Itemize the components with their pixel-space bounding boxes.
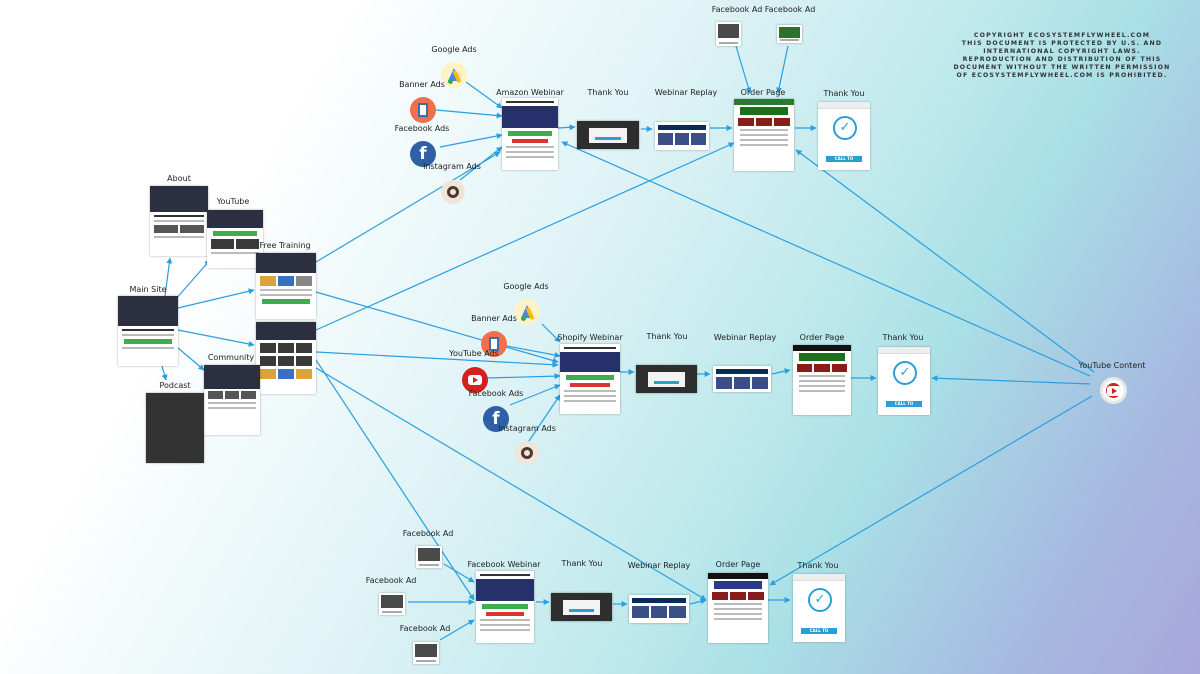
amazon-facebook-ad-2-image	[777, 25, 802, 43]
fb-facebook-ad-1-label: Facebook Ad	[402, 529, 454, 538]
youtube-icon	[462, 367, 488, 393]
shopify-youtube-ads-label: YouTube Ads	[449, 349, 499, 358]
check-icon: ✓	[893, 361, 917, 385]
podcast-label: Podcast	[159, 381, 191, 390]
fb-facebook-ad-1-image	[416, 546, 442, 568]
youtube-content-icon[interactable]	[1100, 377, 1127, 404]
google-ads-icon	[441, 62, 467, 88]
shopify-thank-you-popup[interactable]	[636, 365, 697, 393]
amazon-thank-you-label: Thank You	[587, 88, 629, 97]
community-page[interactable]	[204, 365, 260, 435]
shopify-instagram-ads-label: Instagram Ads	[498, 424, 556, 433]
amazon-instagram-ads-label: Instagram Ads	[423, 162, 481, 171]
fb-webinar-label: Facebook Webinar	[467, 560, 541, 569]
shopify-replay-page[interactable]	[713, 366, 771, 392]
free-training-page[interactable]	[256, 253, 316, 319]
about-page[interactable]	[150, 186, 208, 256]
main-site-label: Main Site	[129, 285, 167, 294]
fb-facebook-ad-2-image	[379, 593, 405, 615]
check-icon: ✓	[808, 588, 832, 612]
fb-order-label: Order Page	[715, 560, 761, 569]
shopify-thank-you-page[interactable]: ✓ CALL TO ACTION	[878, 347, 930, 415]
fb-thank-you-popup[interactable]	[551, 593, 612, 621]
amazon-banner-ads-label: Banner Ads	[399, 80, 445, 89]
banner-ads-icon	[410, 97, 436, 123]
facebook-webinar-page[interactable]	[476, 571, 534, 643]
about-label: About	[167, 174, 191, 183]
copyright-notice: COPYRIGHT ECOSYSTEMFLYWHEEL.COM THIS DOC…	[953, 32, 1171, 79]
amazon-replay-page[interactable]	[655, 122, 709, 150]
youtube-content-label: YouTube Content	[1078, 361, 1146, 370]
amazon-replay-label: Webinar Replay	[654, 88, 718, 97]
amazon-webinar-page[interactable]	[502, 98, 558, 170]
fb-facebook-ad-3-label: Facebook Ad	[399, 624, 451, 633]
shopify-webinar-label: Shopify Webinar	[557, 333, 623, 342]
shopify-order-label: Order Page	[799, 333, 845, 342]
shopify-google-ads-label: Google Ads	[503, 282, 549, 291]
youtube-label: YouTube	[216, 197, 250, 206]
fb-thank-you-2-label: Thank You	[797, 561, 839, 570]
shopify-thank-you-2-label: Thank You	[882, 333, 924, 342]
amazon-facebook-ad-2-label: Facebook Ad	[764, 5, 816, 14]
facebook-icon: f	[410, 141, 436, 167]
facebook-icon: f	[483, 406, 509, 432]
check-icon: ✓	[833, 116, 857, 140]
fb-thank-you-label: Thank You	[561, 559, 603, 568]
amazon-thank-you-popup[interactable]	[577, 121, 639, 149]
shopify-facebook-ads-label: Facebook Ads	[468, 389, 524, 398]
amazon-facebook-ads-label: Facebook Ads	[394, 124, 450, 133]
fb-order-page[interactable]	[708, 573, 768, 643]
shopify-order-page[interactable]	[793, 345, 851, 415]
fb-replay-page[interactable]	[629, 595, 689, 623]
free-training-label: Free Training	[259, 241, 311, 250]
banner-ads-icon	[481, 331, 507, 357]
google-ads-icon	[514, 299, 540, 325]
amazon-webinar-label: Amazon Webinar	[496, 88, 564, 97]
amazon-order-page[interactable]	[734, 99, 794, 171]
instagram-icon	[441, 180, 465, 204]
amazon-facebook-ad-1-label: Facebook Ad	[711, 5, 763, 14]
fb-facebook-ad-2-label: Facebook Ad	[365, 576, 417, 585]
fb-thank-you-page[interactable]: ✓ CALL TO ACTION	[793, 574, 845, 642]
podcast-page[interactable]	[146, 393, 204, 463]
fb-facebook-ad-3-image	[413, 642, 439, 664]
amazon-facebook-ad-1-image	[716, 22, 741, 46]
training-grid-page[interactable]	[256, 322, 316, 394]
shopify-replay-label: Webinar Replay	[713, 333, 777, 342]
main-site-page[interactable]	[118, 296, 178, 366]
amazon-google-ads-label: Google Ads	[431, 45, 477, 54]
shopify-banner-ads-label: Banner Ads	[471, 314, 517, 323]
shopify-webinar-page[interactable]	[560, 344, 620, 414]
instagram-icon	[515, 441, 539, 465]
amazon-thank-you-2-label: Thank You	[823, 89, 865, 98]
shopify-thank-you-label: Thank You	[646, 332, 688, 341]
amazon-order-label: Order Page	[740, 88, 786, 97]
amazon-thank-you-page[interactable]: ✓ CALL TO ACTION	[818, 102, 870, 170]
fb-replay-label: Webinar Replay	[627, 561, 691, 570]
youtube-page[interactable]	[207, 210, 263, 268]
community-label: Community	[207, 353, 255, 362]
